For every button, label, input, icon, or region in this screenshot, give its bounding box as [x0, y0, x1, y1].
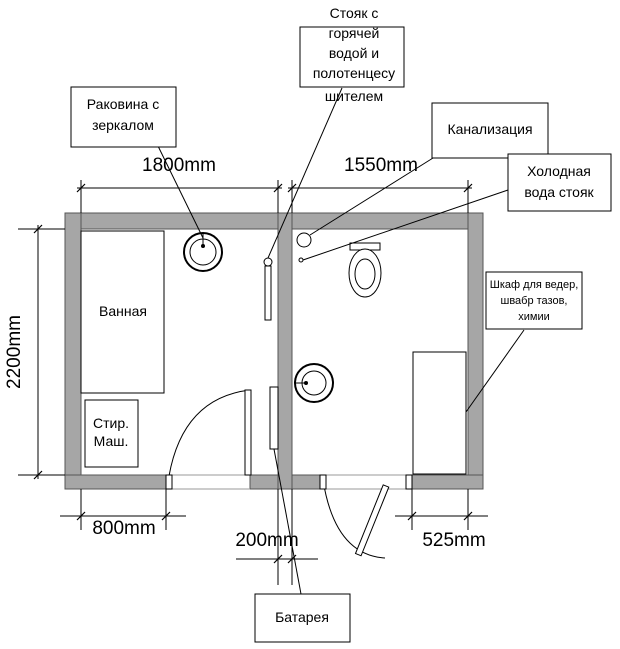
hot-riser-line-1: Стояк с	[330, 5, 379, 21]
radiator	[269, 386, 279, 450]
right-door	[319, 474, 413, 559]
dimension-ticks	[33, 183, 473, 564]
bathtub	[80, 230, 165, 394]
toilet-icon	[348, 242, 382, 298]
dim-right-door-offset: 525mm	[422, 530, 485, 551]
door-gap-lines	[166, 474, 412, 490]
sink-left-icon	[183, 232, 223, 272]
sink-right-icon	[294, 363, 334, 403]
cold-riser-pipe	[298, 257, 304, 263]
hot-riser-line-4: полотенцесу	[313, 65, 395, 81]
dim-right-width: 1550mm	[344, 155, 418, 176]
cabinet-line-3: химии	[518, 311, 550, 323]
callout-radiator: Батарея	[254, 593, 351, 643]
top-wall	[64, 212, 484, 230]
cabinet	[412, 351, 467, 475]
dim-left-width: 1800mm	[142, 155, 216, 176]
sewer-pipe	[296, 232, 312, 248]
left-wall	[64, 212, 82, 490]
washer-label-1: Стир.	[93, 415, 129, 431]
bottom-wall-mid-left	[249, 474, 279, 490]
dim-left-door-offset: 800mm	[92, 518, 155, 539]
callout-sewer: Канализация	[431, 102, 549, 159]
bottom-wall-right	[411, 474, 484, 490]
radiator-label: Батарея	[275, 609, 329, 625]
sewer-label: Канализация	[447, 121, 532, 137]
dim-height: 2200mm	[4, 315, 25, 389]
right-wall	[467, 212, 484, 490]
hot-riser-line-2: горячей	[329, 25, 380, 41]
cabinet-line-1: Шкаф для ведер,	[490, 279, 579, 291]
cold-riser-line-2: вода стояк	[524, 184, 594, 200]
sink-mirror-line-1: Раковина с	[87, 96, 159, 112]
bottom-wall-left	[64, 474, 167, 490]
washer-label-2: Маш.	[94, 433, 129, 449]
callout-sink-mirror: Раковина с зеркалом	[70, 86, 177, 148]
partition-wall	[277, 212, 293, 490]
callout-cabinet: Шкаф для ведер, швабр тазов, химии	[485, 271, 583, 330]
cold-riser-line-1: Холодная	[527, 163, 591, 179]
hot-riser-line-3: водой и	[329, 45, 379, 61]
sink-mirror-line-2: зеркалом	[92, 117, 154, 133]
dim-partition: 200mm	[235, 530, 298, 551]
callout-cold-riser: Холодная вода стояк	[507, 153, 612, 212]
callout-hot-riser: Стояк с горячей водой и полотенцесу шите…	[299, 5, 405, 104]
left-door	[165, 389, 252, 490]
bathtub-label: Ванная	[99, 303, 147, 319]
hot-riser-pipe	[263, 257, 273, 321]
bottom-wall-mid-right	[291, 474, 321, 490]
washing-machine	[84, 399, 139, 468]
cabinet-line-2: швабр тазов,	[501, 295, 568, 307]
leader-lines	[157, 87, 525, 595]
hot-riser-line-5: шителем	[325, 88, 383, 104]
